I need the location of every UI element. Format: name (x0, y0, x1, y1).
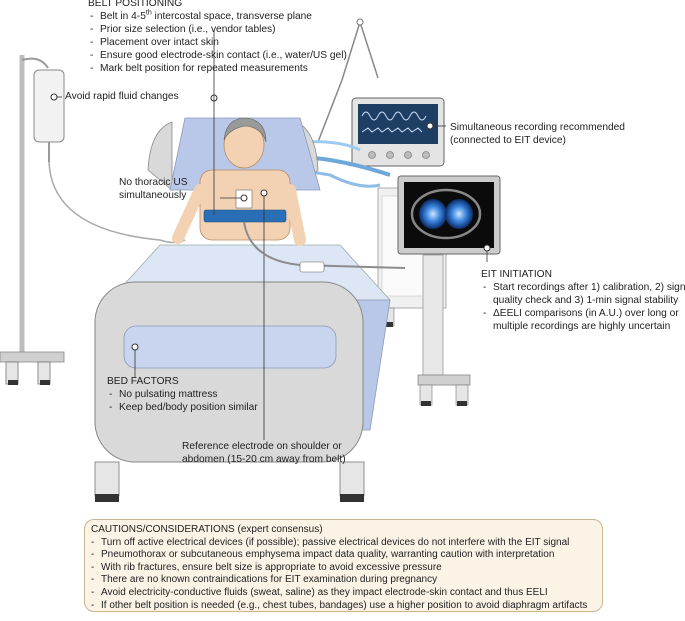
caution-item-2: Pneumothorax or subcutaneous emphysema i… (91, 549, 596, 562)
belt-item-2: Prior size selection (i.e., vendor table… (88, 23, 347, 36)
bed-factors-callout: BED FACTORS No pulsating mattress Keep b… (107, 375, 258, 414)
caution-item-3: With rib fractures, ensure belt size is … (91, 562, 596, 575)
belt-item-4: Ensure good electrode-skin contact (i.e.… (88, 49, 347, 62)
reference-note-line-1: Reference electrode on shoulder or (182, 441, 342, 452)
cautions-box: CAUTIONS/CONSIDERATIONS (expert consensu… (84, 519, 603, 612)
us-note-line-2: simultaneously (119, 190, 187, 201)
bed-factors-title: BED FACTORS (107, 376, 179, 387)
caution-item-1: Turn off active electrical devices (if p… (91, 537, 596, 550)
eit-item-1: Start recordings after 1) calibration, 2… (481, 281, 685, 307)
us-note-line-1: No thoracic US (119, 177, 188, 188)
belt-item-5: Mark belt position for repeated measurem… (88, 62, 347, 75)
caution-item-6: If other belt position is needed (e.g., … (91, 600, 596, 613)
bed (94, 117, 391, 502)
eit-initiation-callout: EIT INITIATION Start recordings after 1)… (481, 268, 685, 333)
eit-device (397, 175, 501, 406)
belt-positioning-title: BELT POSITIONING (88, 0, 183, 9)
eit-item-2: ΔEELI comparisons (in A.U.) over long or… (481, 307, 685, 333)
monitor-note: Simultaneous recording recommended (conn… (450, 121, 625, 147)
iv-note: Avoid rapid fluid changes (65, 91, 179, 102)
cautions-list: Turn off active electrical devices (if p… (91, 537, 596, 613)
bed-item-1: No pulsating mattress (107, 388, 258, 401)
iv-stand (0, 55, 65, 385)
reference-electrode-note: Reference electrode on shoulder or abdom… (182, 440, 346, 466)
ventilator-monitor (351, 97, 446, 167)
belt-positioning-list: Belt in 4-5th intercostal space, transve… (88, 10, 347, 75)
caution-item-4: There are no known contraindications for… (91, 574, 596, 587)
monitor-note-line-1: Simultaneous recording recommended (450, 122, 625, 133)
eit-initiation-title: EIT INITIATION (481, 269, 552, 280)
caution-item-5: Avoid electricity-conductive fluids (swe… (91, 587, 596, 600)
patient (172, 30, 406, 440)
us-note: No thoracic US simultaneously (119, 176, 188, 202)
bed-factors-list: No pulsating mattress Keep bed/body posi… (107, 388, 258, 414)
belt-item-1: Belt in 4-5th intercostal space, transve… (88, 10, 347, 23)
eit-initiation-list: Start recordings after 1) calibration, 2… (481, 281, 685, 333)
monitor-note-line-2: (connected to EIT device) (450, 135, 566, 146)
belt-positioning-callout: BELT POSITIONING Belt in 4-5th intercost… (88, 0, 347, 75)
bed-item-2: Keep bed/body position similar (107, 401, 258, 414)
cautions-title: CAUTIONS/CONSIDERATIONS (expert consensu… (91, 524, 323, 535)
belt-item-3: Placement over intact skin (88, 36, 347, 49)
reference-note-line-2: abdomen (15-20 cm away from belt) (182, 454, 346, 465)
